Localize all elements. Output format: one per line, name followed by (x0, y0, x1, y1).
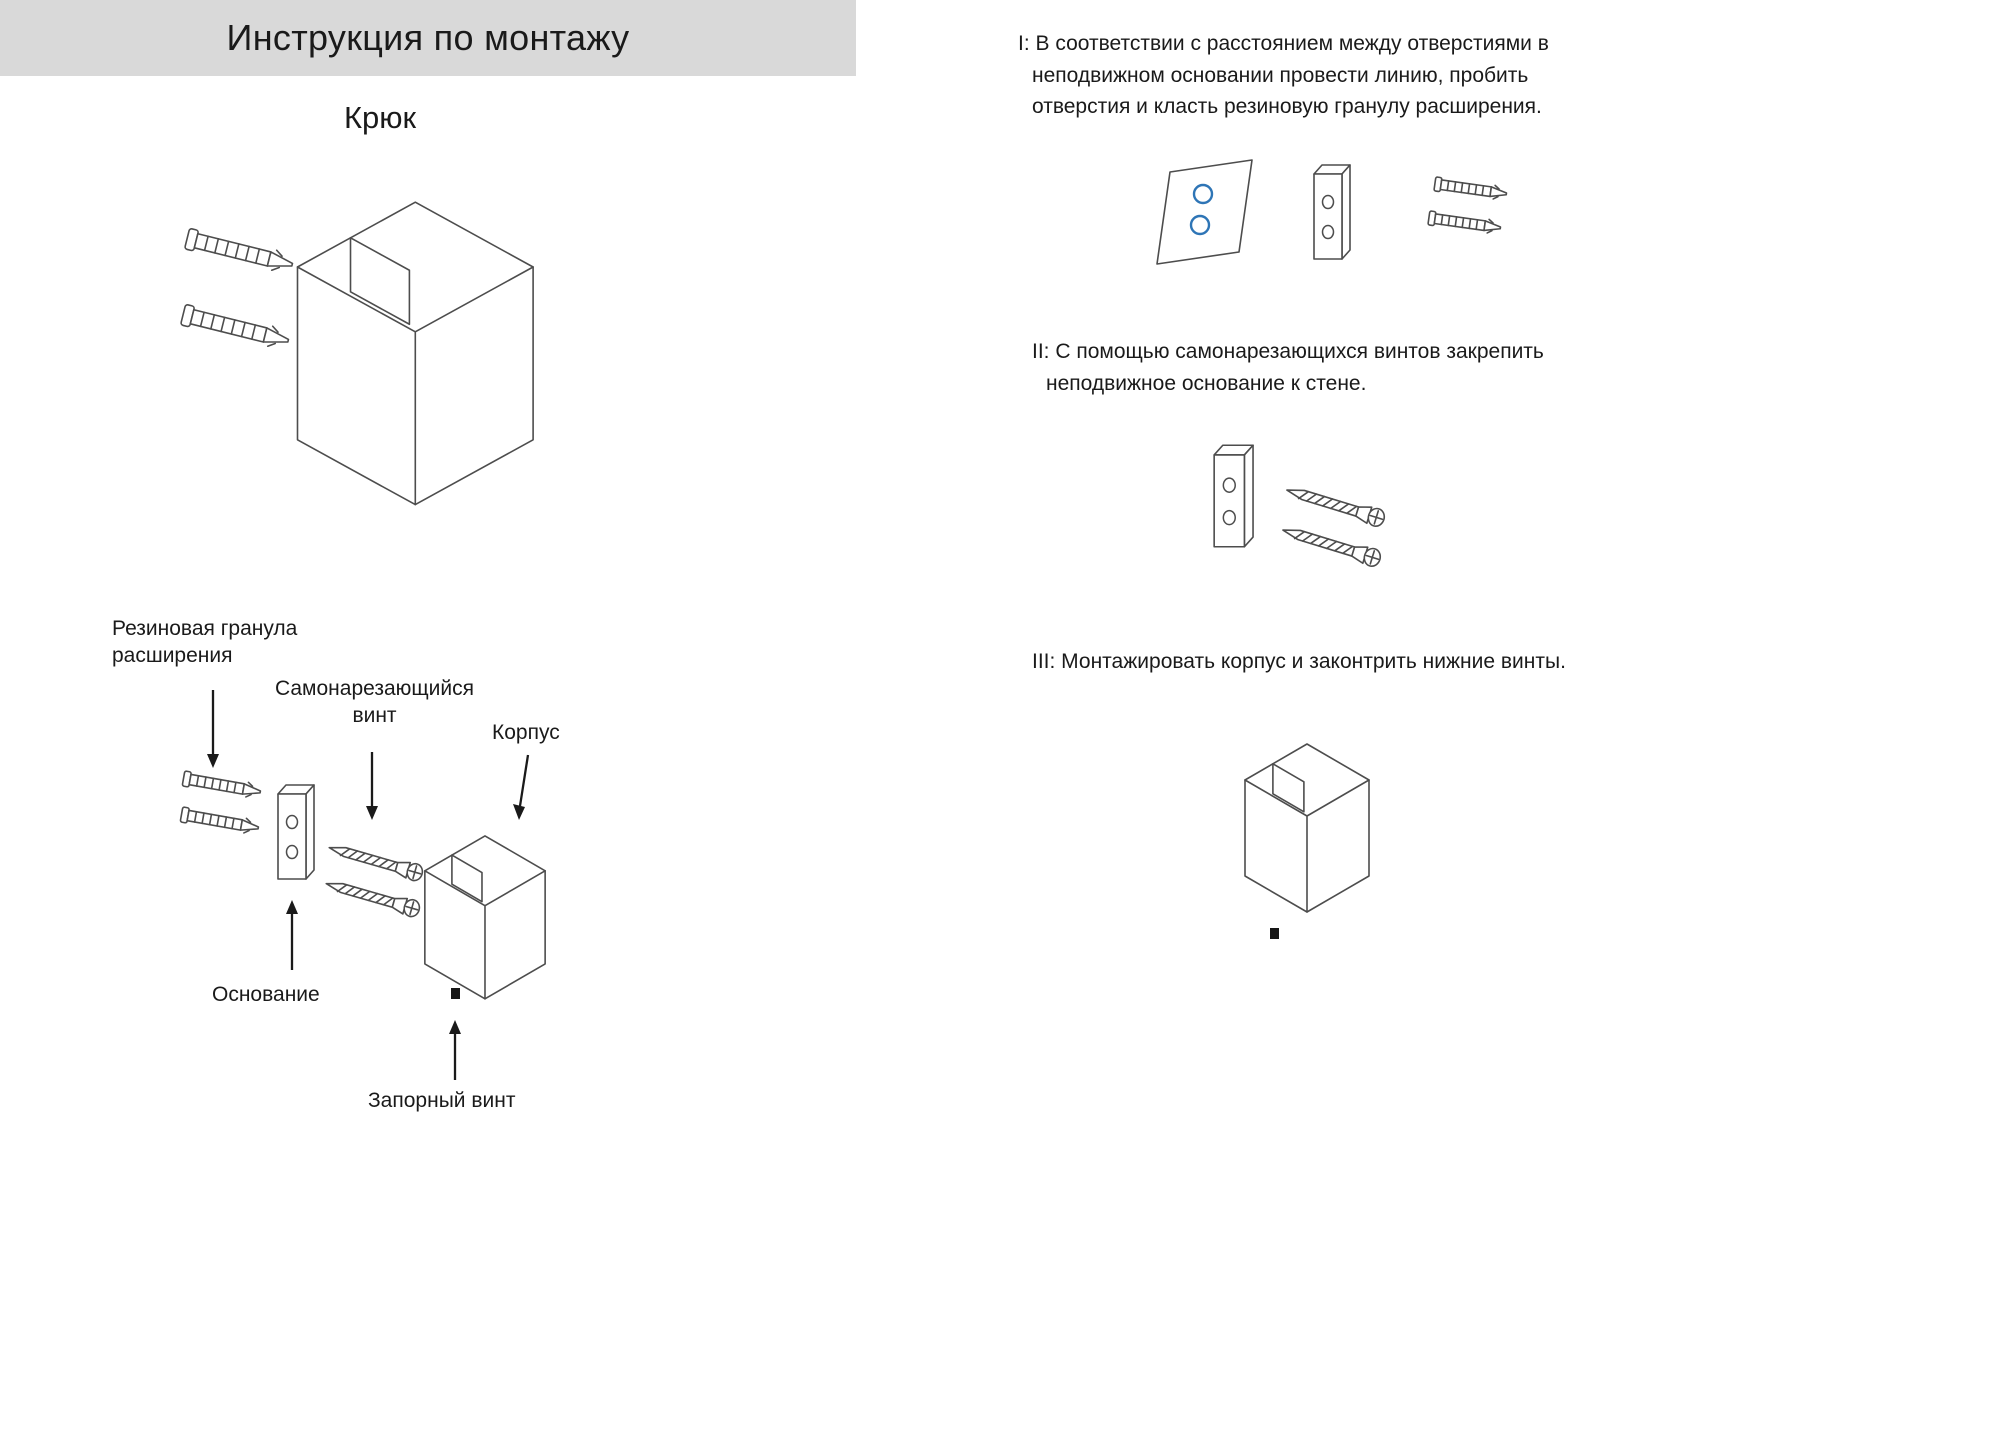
wall-anchor-icon (1427, 210, 1503, 236)
label-self-tapping-screw: Самонарезающийся винт (274, 677, 475, 727)
label-base: Основание (212, 983, 320, 1006)
base-plate-drawing (1313, 164, 1351, 260)
wall-anchor-icon (1433, 176, 1509, 202)
step-1-diagram (1140, 148, 1509, 303)
hook-body-drawing (295, 200, 535, 507)
header-banner: Инструкция по монтажу (0, 0, 856, 76)
screw-drawing (1279, 520, 1384, 570)
label-lock-screw: Запорный винт (368, 1089, 516, 1112)
exploded-view-drawing (179, 690, 546, 1080)
product-title: Крюк (343, 100, 417, 135)
wall-template-drawing (1157, 160, 1252, 264)
lock-screw-drawing (1270, 928, 1279, 939)
base-plate-drawing (1213, 444, 1254, 548)
page-title: Инструкция по монтажу (226, 17, 630, 58)
lock-screw-drawing (451, 988, 460, 999)
hook-isometric-drawing (179, 200, 535, 507)
screw-drawing (1283, 480, 1388, 530)
hook-body-drawing (424, 835, 546, 1000)
arrow-down-icon (207, 690, 219, 768)
hook-body-drawing (1244, 743, 1370, 913)
wall-anchor-icon (183, 227, 296, 277)
arrow-up-icon (449, 1020, 461, 1080)
base-plate-drawing (277, 784, 315, 880)
label-body: Корпус (492, 721, 560, 744)
wall-anchor-icon (179, 806, 261, 837)
drill-hole-mark (1194, 185, 1212, 203)
arrow-up-icon (286, 900, 298, 970)
wall-anchor-icon (181, 770, 263, 801)
wall-anchor-icon (179, 303, 292, 353)
step-2-diagram (1213, 444, 1388, 570)
step-1-text: I: В соответствии с расстоянием между от… (1018, 32, 1549, 118)
step-3-diagram (1244, 743, 1370, 939)
drill-hole-mark (1191, 216, 1209, 234)
screw-drawing (326, 838, 426, 884)
screw-drawing (323, 874, 423, 920)
arrow-down-icon (366, 752, 378, 820)
arrow-down-icon (513, 754, 530, 820)
step-2-text: II: С помощью самонарезающихся винтов за… (1032, 340, 1544, 395)
label-rubber-plug: Резиновая гранула расширения (112, 617, 298, 667)
step-3-text: III: Монтажировать корпус и законтрить н… (1032, 650, 1566, 673)
